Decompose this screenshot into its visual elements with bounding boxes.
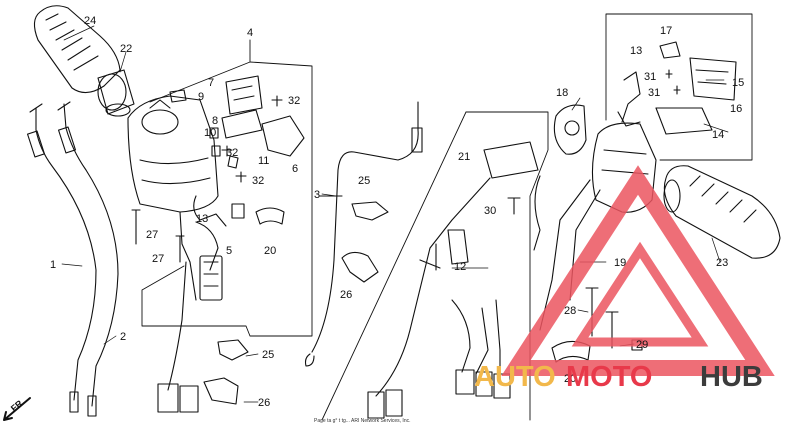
- callout-18: 18: [556, 87, 568, 99]
- callout-27: 27: [152, 253, 164, 265]
- callout-32: 32: [226, 147, 238, 159]
- right-switch-housing: [553, 104, 657, 213]
- callout-24: 24: [84, 15, 96, 27]
- callout-25: 25: [262, 349, 274, 361]
- throttle-cables: [26, 101, 119, 417]
- callout-19: 19: [614, 257, 626, 269]
- diagram-footnote: Page ta g° t tg... ARI Network Services,…: [314, 418, 410, 424]
- callout-8: 8: [212, 115, 218, 127]
- callout-16: 16: [730, 103, 742, 115]
- front-direction-label: FR.: [9, 397, 27, 414]
- callout-15: 15: [732, 77, 744, 89]
- callout-32: 32: [288, 95, 300, 107]
- callout-29: 29: [636, 339, 648, 351]
- callout-10: 10: [204, 127, 216, 139]
- throttle-tube: [97, 69, 135, 117]
- watermark-triangle: [501, 165, 775, 376]
- callout-17: 17: [660, 25, 672, 37]
- callout-5: 5: [226, 245, 232, 257]
- left-switch-housing: [127, 95, 219, 301]
- cruise-bracket: [621, 41, 737, 135]
- callout-21: 21: [458, 151, 470, 163]
- left-wiring: [157, 195, 245, 413]
- callout-22: 22: [120, 43, 132, 55]
- small-screws: [209, 95, 283, 183]
- watermark-auto: AUTO: [474, 361, 556, 393]
- callout-28: 28: [564, 305, 576, 317]
- clamp-20-left: [255, 207, 285, 225]
- right-harness-box: [321, 111, 549, 421]
- callout-31: 31: [648, 87, 660, 99]
- parts-25-26-middle: [341, 201, 389, 283]
- callout-30: 30: [484, 205, 496, 217]
- parts-25-26-left: [203, 339, 249, 405]
- switch-plates: [169, 75, 305, 157]
- callout-6: 6: [292, 163, 298, 175]
- leader-lines: [61, 25, 729, 403]
- callout-32: 32: [252, 175, 264, 187]
- callout-9: 9: [198, 91, 204, 103]
- front-direction-arrow: [3, 397, 31, 421]
- watermark-moto: MOTO: [566, 361, 652, 393]
- switch-21: [375, 141, 539, 397]
- callout-27: 27: [146, 229, 158, 241]
- left-grip: [33, 5, 127, 111]
- right-grip: [663, 165, 781, 259]
- right-box-outline: [605, 13, 753, 161]
- callout-31: 31: [644, 71, 656, 83]
- callout-2: 2: [120, 331, 126, 343]
- callout-1: 1: [50, 259, 56, 271]
- callout-13: 13: [630, 45, 642, 57]
- callout-20: 20: [264, 245, 276, 257]
- watermark-text: AUTO MOTO HUB: [474, 361, 763, 393]
- callout-25: 25: [358, 175, 370, 187]
- callout-23: 23: [716, 257, 728, 269]
- callout-13: 13: [196, 213, 208, 225]
- callout-26: 26: [340, 289, 352, 301]
- bolts-27: [131, 209, 185, 263]
- watermark-hub: HUB: [700, 361, 763, 393]
- callout-7: 7: [208, 77, 214, 89]
- callout-26: 26: [258, 397, 270, 409]
- callout-14: 14: [712, 129, 724, 141]
- callout-12: 12: [454, 261, 466, 273]
- callout-3: 3: [314, 189, 320, 201]
- callout-4: 4: [247, 27, 253, 39]
- callout-20: 20: [564, 373, 576, 385]
- assembly-box-4: [141, 39, 313, 337]
- callout-11: 11: [258, 155, 269, 167]
- harness-connectors: [367, 229, 511, 419]
- screw-30: [507, 197, 521, 215]
- clutch-cable: [304, 101, 423, 367]
